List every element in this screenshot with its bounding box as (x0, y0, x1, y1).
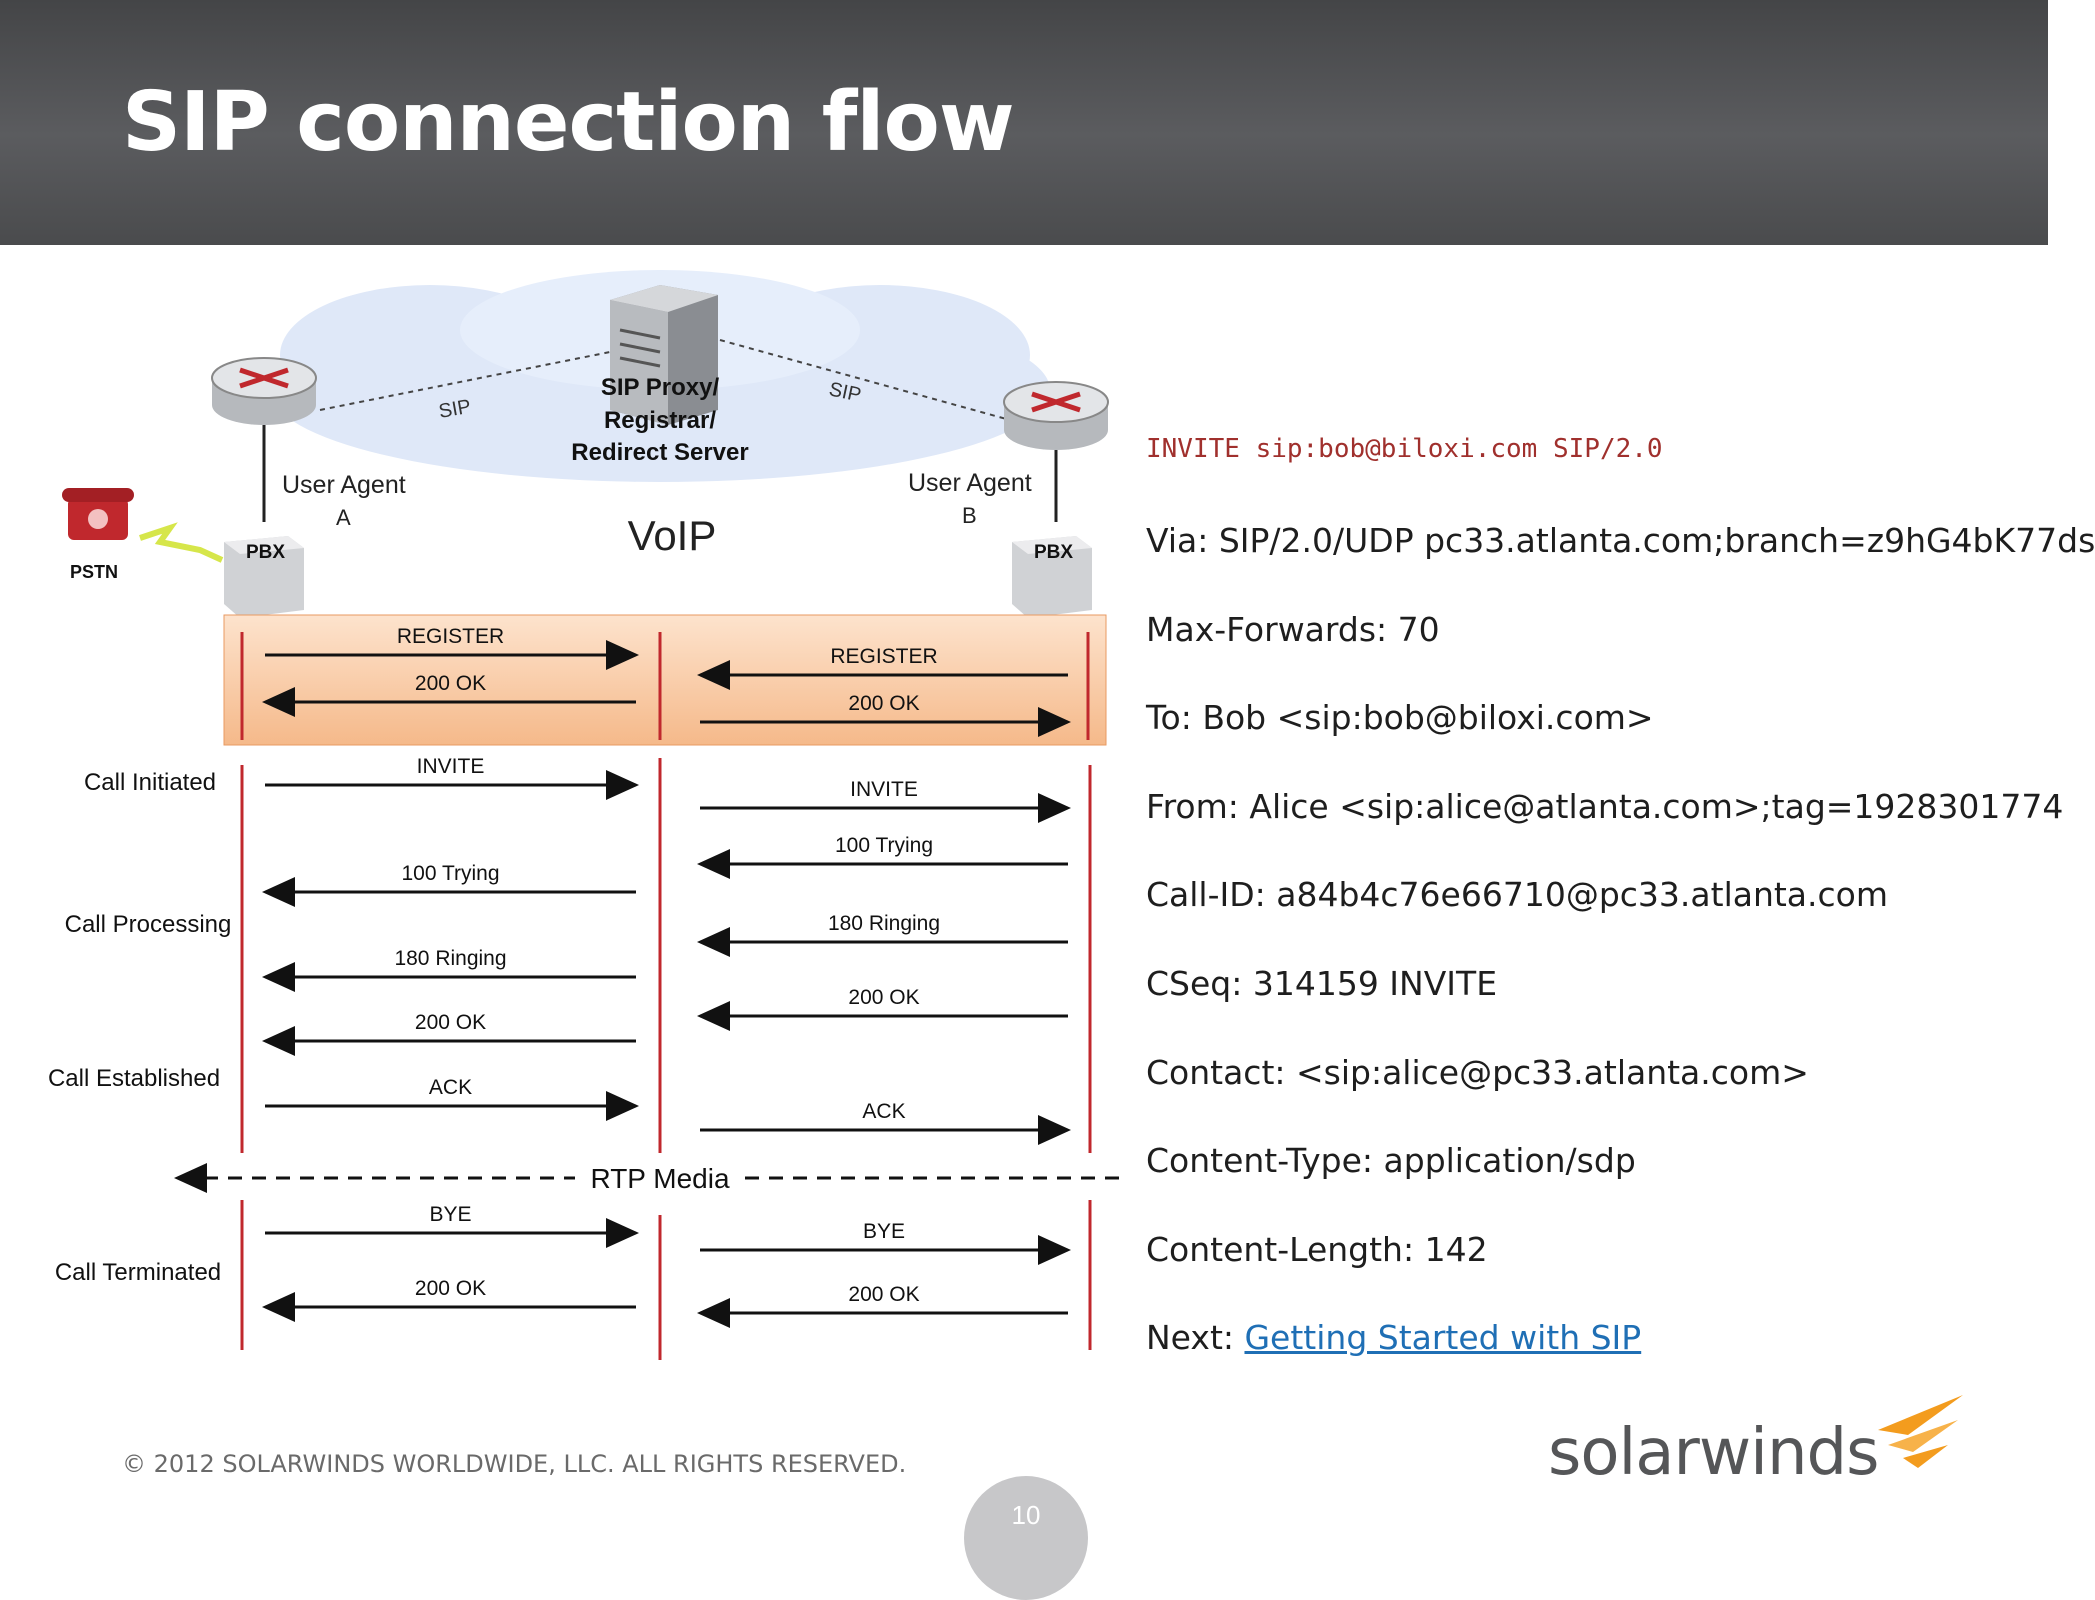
pbx-icon-left (224, 536, 304, 618)
lifelines (240, 632, 1092, 1360)
pstn-label: PSTN (70, 562, 118, 582)
phase-call-processing: Call Processing (65, 911, 232, 938)
next-line: Next: Getting Started with SIP (1146, 1318, 1641, 1357)
sip-link-right (719, 339, 1011, 421)
left-message-label-0: REGISTER (397, 625, 504, 648)
copyright: © 2012 SOLARWINDS WORLDWIDE, LLC. ALL RI… (122, 1450, 907, 1478)
rtp-label: RTP Media (590, 1163, 729, 1194)
logo-text: solarwinds (1548, 1416, 1879, 1490)
content-type-header: Content-Type: application/sdp (1146, 1141, 1636, 1180)
right-message-label-8: 200 OK (848, 1283, 919, 1306)
right-message-label-2: INVITE (850, 778, 918, 801)
ua-a-label-1: User Agent (282, 471, 406, 499)
to-header: To: Bob <sip:bob@biloxi.com> (1146, 698, 1654, 737)
phase-call-initiated: Call Initiated (84, 769, 216, 796)
max-forwards-header: Max-Forwards: 70 (1146, 610, 1440, 649)
phase-call-terminated: Call Terminated (55, 1259, 221, 1286)
phase-call-established: Call Established (48, 1065, 220, 1092)
ua-b-label-1: User Agent (908, 469, 1032, 497)
left-message-label-5: 200 OK (415, 1011, 486, 1034)
lightning-link (139, 522, 224, 563)
voip-label: VoIP (628, 512, 717, 559)
router-icon-b (1003, 381, 1109, 450)
ua-a-label-2: A (336, 505, 351, 530)
right-message-label-1: 200 OK (848, 692, 919, 715)
register-band (223, 614, 1107, 746)
sip-flow-diagram: VoIP SIP SIP SIP Proxy/ Registrar/ Redir… (0, 260, 1125, 1370)
left-message-label-6: ACK (429, 1076, 472, 1099)
right-message-label-6: ACK (862, 1100, 905, 1123)
page-number: 10 (1011, 1500, 1041, 1530)
right-message-label-5: 200 OK (848, 986, 919, 1009)
call-id-header: Call-ID: a84b4c76e66710@pc33.atlanta.com (1146, 875, 1889, 914)
pbx-label-left: PBX (246, 542, 285, 563)
page-number-badge: 10 (964, 1476, 1088, 1600)
message-layer: REGISTER 200 OK INVITE 100 Trying 180 Ringin… (262, 625, 1071, 1328)
pbx-icon-right (1012, 536, 1092, 618)
server-icon (610, 285, 718, 425)
sip-message-panel: INVITE sip:bob@biloxi.com SIP/2.0 Via: S… (1146, 0, 2095, 1400)
pbx-label-right: PBX (1034, 542, 1073, 563)
from-header: From: Alice <sip:alice@atlanta.com>;tag=… (1146, 787, 2064, 826)
cseq-header: CSeq: 314159 INVITE (1146, 964, 1498, 1003)
content-length-header: Content-Length: 142 (1146, 1230, 1488, 1269)
server-label-1: SIP Proxy/ (601, 374, 720, 401)
left-message-label-4: 180 Ringing (394, 947, 506, 970)
slide-title: SIP connection flow (122, 75, 1015, 170)
logo-flame-icon (1878, 1395, 1963, 1468)
right-message-label-7: BYE (863, 1220, 905, 1243)
slide-header: SIP connection flow (0, 0, 2048, 245)
phone-icon (62, 488, 134, 540)
server-label-2: Registrar/ (604, 407, 716, 434)
left-message-label-3: 100 Trying (401, 862, 499, 885)
getting-started-link[interactable]: Getting Started with SIP (1244, 1318, 1642, 1357)
request-line: INVITE sip:bob@biloxi.com SIP/2.0 (1146, 434, 1663, 464)
ua-b-label-2: B (962, 503, 977, 528)
right-message-label-0: REGISTER (830, 645, 937, 668)
via-header: Via: SIP/2.0/UDP pc33.atlanta.com;branch… (1146, 521, 2095, 560)
left-message-label-7: BYE (429, 1203, 471, 1226)
left-message-label-1: 200 OK (415, 672, 486, 695)
router-icon-a (211, 357, 317, 425)
contact-header: Contact: <sip:alice@pc33.atlanta.com> (1146, 1053, 1809, 1092)
left-message-label-2: INVITE (417, 755, 485, 778)
right-message-label-3: 100 Trying (835, 834, 933, 857)
next-label: Next: (1146, 1318, 1245, 1357)
solarwinds-logo: solarwinds (1548, 1390, 1968, 1500)
left-message-label-8: 200 OK (415, 1277, 486, 1300)
right-message-label-4: 180 Ringing (828, 912, 940, 935)
server-label-3: Redirect Server (571, 439, 748, 466)
